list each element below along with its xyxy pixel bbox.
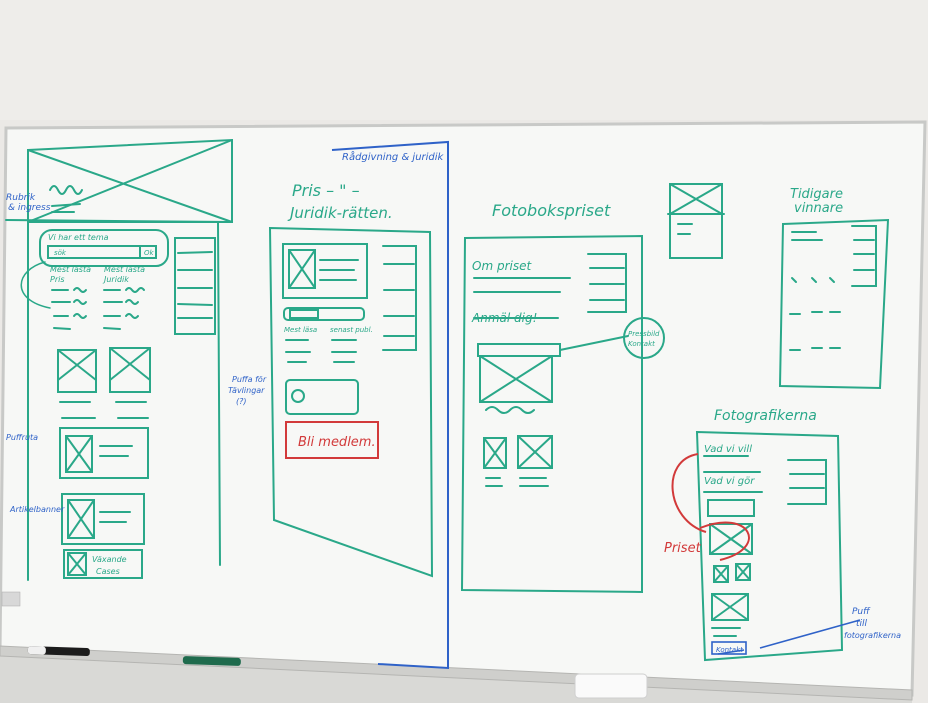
col4-title-2: vinnare	[794, 201, 843, 216]
right-note-2: till	[856, 619, 868, 629]
red-note: Priset	[664, 541, 702, 556]
search-line: Vi har ett tema	[48, 233, 109, 242]
note-ingress: & ingress	[8, 203, 51, 213]
bottom-label-1: Växande	[92, 555, 127, 564]
chip-right: senast publ.	[330, 326, 373, 334]
search-button: Ok	[144, 249, 155, 257]
note-rubrik: Rubrik	[6, 193, 36, 203]
list-header-3: Mest lästa	[104, 265, 145, 274]
chip-left: Mest läsa	[284, 326, 317, 334]
note-puffa-3: (?)	[236, 397, 247, 406]
right-note-1: Puff	[852, 607, 871, 617]
bottom-label-2: Cases	[96, 567, 120, 576]
note-artikelbanner: Artikelbanner	[9, 505, 65, 514]
note-radgivning: Rådgivning & juridik	[342, 150, 445, 163]
marker-green	[182, 656, 241, 666]
lower-item-2: Vad vi gör	[704, 476, 755, 487]
list-header-1: Mest lästa	[50, 265, 91, 274]
board-sticker	[1, 591, 21, 607]
blue-frame	[331, 140, 449, 670]
red-button-sketch	[285, 421, 379, 459]
bottom-button-label: Kontakt	[716, 646, 743, 654]
col4-title-1: Tidigare	[790, 187, 843, 202]
search-field: sök	[54, 249, 67, 257]
col3-text-2: Anmäl dig!	[471, 311, 537, 325]
col3-text-1: Om priset	[472, 259, 532, 273]
col2-title-1: Pris – " –	[292, 181, 360, 200]
right-note-3: fotografikerna	[844, 631, 901, 640]
marker-black	[27, 646, 90, 657]
col4-lower-title: Fotografikerna	[714, 408, 817, 424]
list-header-2: Pris	[50, 275, 65, 284]
column-1-wireframe	[5, 138, 233, 581]
note-puffruta: Puffruta	[6, 433, 38, 442]
lower-item-1: Vad vi vill	[704, 444, 752, 455]
col2-title-2: Juridik-rätten.	[287, 204, 393, 222]
column-2-wireframe	[268, 226, 434, 578]
join-button-label: Bli medlem.	[298, 435, 376, 450]
list-header-4: Juridik	[102, 275, 129, 284]
note-puffa-2: Tävlingar	[228, 386, 265, 395]
column-3-wireframe	[460, 234, 665, 594]
bubble-line-2: Kontakt	[628, 340, 655, 348]
col3-title: Fotobokspriset	[492, 201, 611, 220]
bubble-line-1: Pressbild	[628, 330, 660, 338]
eraser	[574, 673, 648, 699]
note-puffa-1: Puffa för	[232, 375, 267, 384]
